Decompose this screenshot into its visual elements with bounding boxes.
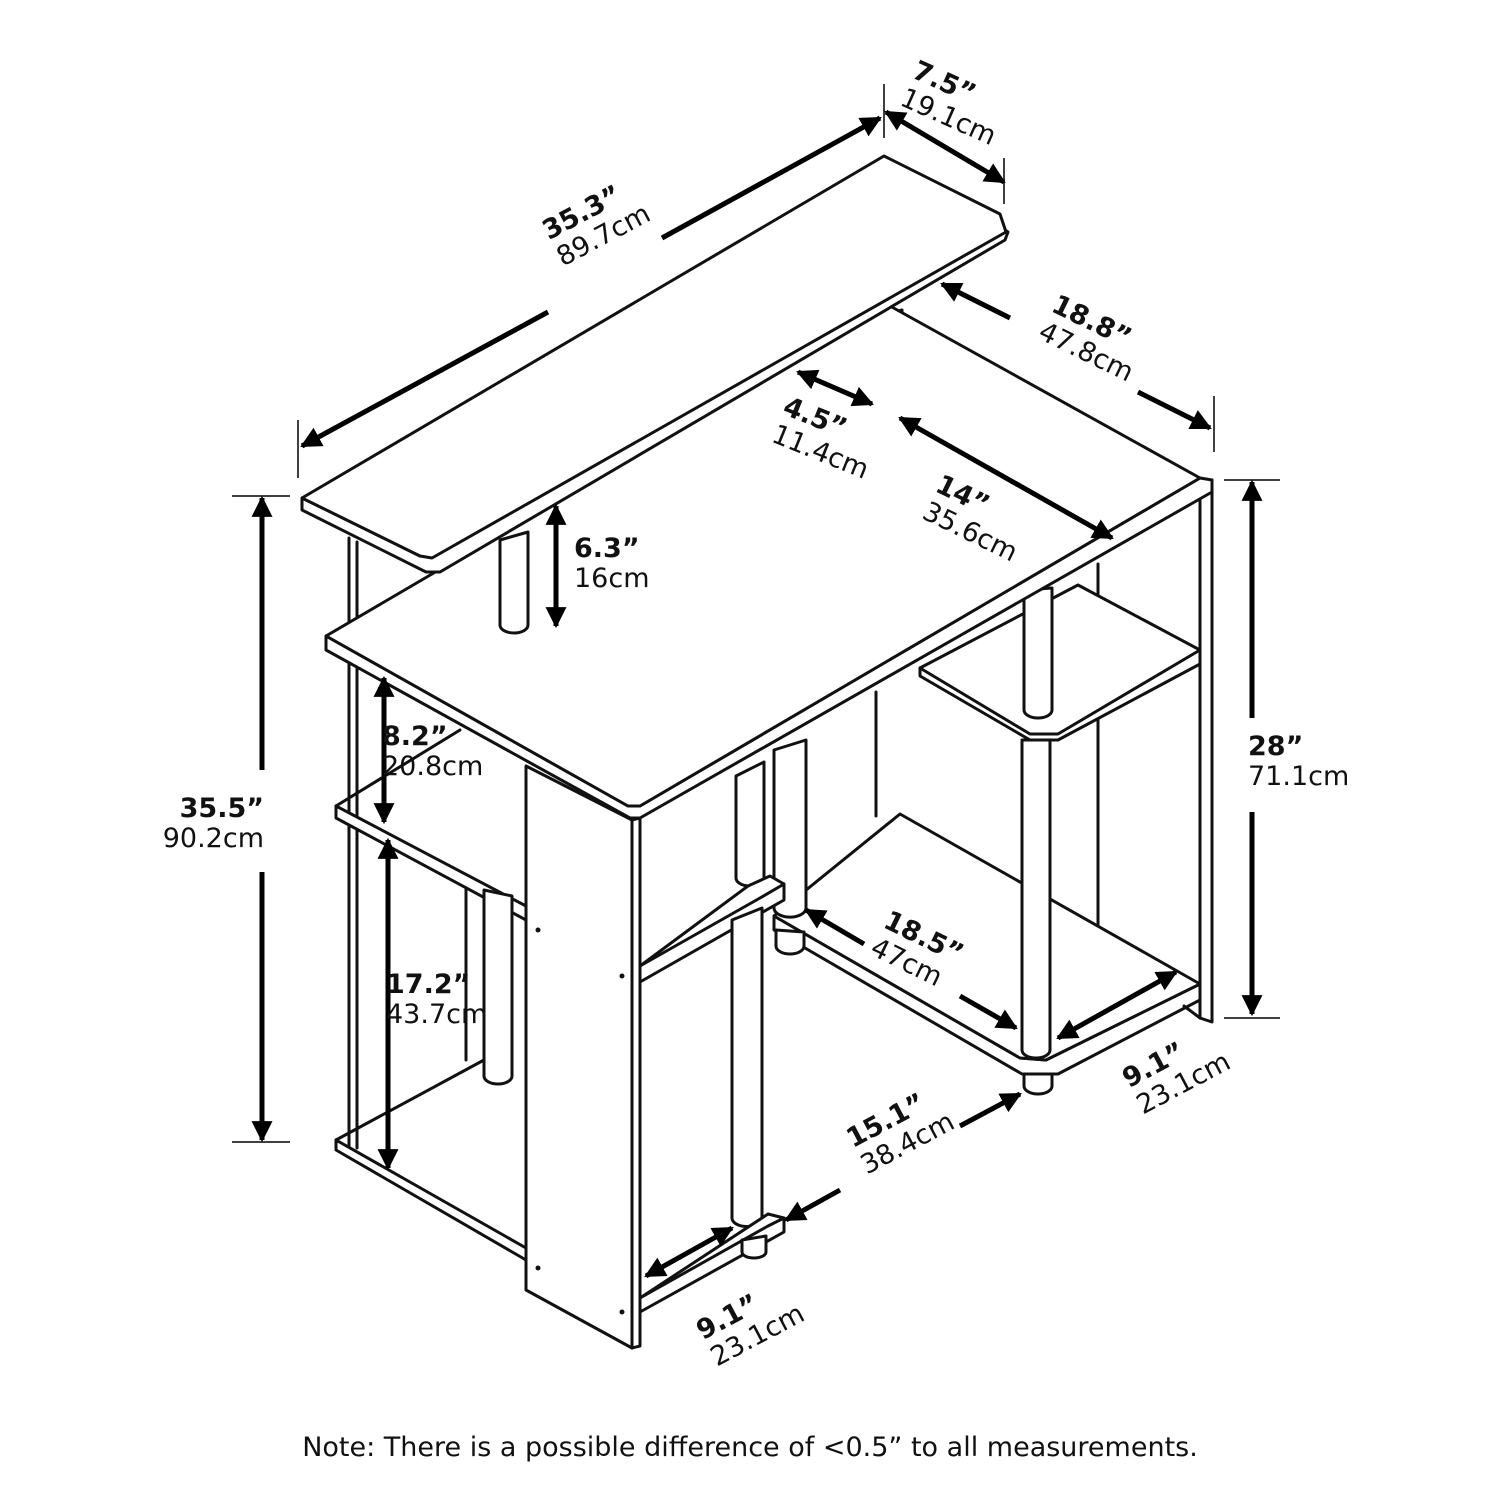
arrow-top-width-b <box>660 115 882 241</box>
arrow-top-width-a <box>300 309 550 449</box>
right-middle-shelf <box>918 583 1202 742</box>
arrow-top-depth <box>884 109 1006 185</box>
dimension-arrows <box>251 109 1263 1279</box>
desk-height-cm: 71.1cm <box>1248 760 1350 792</box>
label-upper-shelf: 8.2” 20.8cm <box>382 722 483 781</box>
top-shelf <box>300 154 1010 574</box>
total-height-cm: 90.2cm <box>162 822 264 854</box>
arrow-leg-space-b <box>784 1187 842 1223</box>
upper-shelf-inches: 8.2” <box>382 721 448 752</box>
label-riser-height: 6.3” 16cm <box>574 534 650 593</box>
upper-shelf-cm: 20.8cm <box>382 750 484 782</box>
riser-height-inches: 6.3” <box>574 533 640 564</box>
center-posts-and-shelves <box>638 760 786 1314</box>
riser-height-cm: 16cm <box>574 562 650 594</box>
center-panel <box>524 764 642 1350</box>
arrow-desk-depth-a <box>940 281 1012 321</box>
label-lower-shelf: 17.2” 43.7cm <box>386 970 487 1029</box>
left-lower-post <box>482 888 514 1086</box>
front-riser-post <box>498 530 530 635</box>
label-desk-height: 28” 71.1cm <box>1248 732 1349 791</box>
right-end-panel <box>1182 478 1214 1024</box>
measurement-note: Note: There is a possible difference of … <box>302 1432 1198 1463</box>
label-total-height: 35.5” 90.2cm <box>150 794 264 853</box>
arrow-left-foot-depth <box>644 1225 734 1279</box>
right-posts <box>772 586 1054 1096</box>
desk-height-inches: 28” <box>1248 731 1304 762</box>
total-height-inches: 35.5” <box>179 793 264 824</box>
arrow-right-foot-depth <box>1056 969 1178 1041</box>
lower-shelf-inches: 17.2” <box>386 969 471 1000</box>
arrow-inner-depth <box>898 415 1114 541</box>
arrow-shelf-gap <box>796 369 874 407</box>
right-bottom-shelf <box>772 812 1202 1076</box>
arrow-leg-space-a <box>958 1091 1022 1129</box>
arrow-bottom-width-b <box>958 993 1018 1031</box>
lower-shelf-cm: 43.7cm <box>386 998 488 1030</box>
arrow-bottom-width-a <box>804 907 866 947</box>
left-bottom-shelf <box>334 1058 528 1262</box>
arrow-desk-depth-b <box>1136 389 1212 431</box>
